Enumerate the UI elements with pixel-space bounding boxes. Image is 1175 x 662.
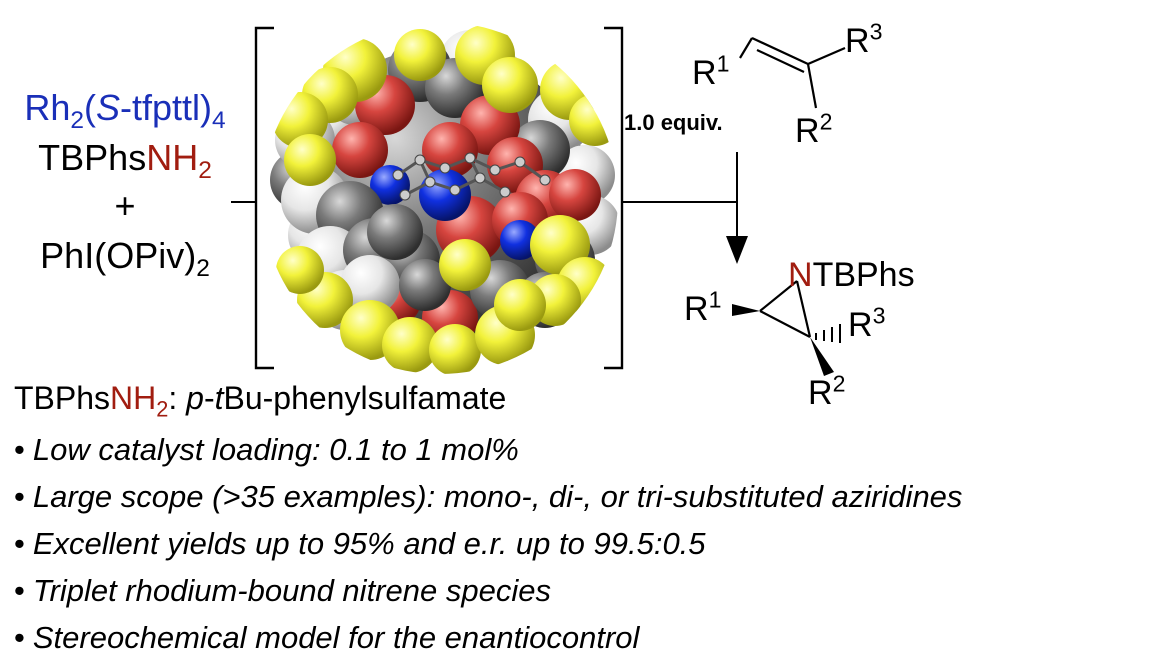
bullet-item: •Large scope (>35 examples): mono-, di-,…	[14, 479, 963, 514]
amine-definition: TBPhsNH2: p-tBu-phenylsulfamate	[14, 380, 507, 422]
oxidant-label: PhI(OPiv)2	[40, 235, 210, 283]
bullet-item: •Stereochemical model for the enantiocon…	[14, 620, 640, 655]
atom-sphere	[494, 279, 546, 331]
amine-label: TBPhsNH2	[38, 137, 212, 185]
atom-sphere	[340, 255, 400, 315]
alkene-r1-label: R1	[692, 50, 730, 92]
atom-sphere	[500, 220, 540, 260]
atom-sphere	[276, 246, 324, 294]
catalyst-space-filling-model	[270, 25, 618, 374]
atom-sphere	[367, 204, 423, 260]
aziridine-r2-label: R2	[808, 370, 846, 412]
bullet-item: •Low catalyst loading: 0.1 to 1 mol%	[14, 432, 519, 467]
alkene-r2-label: R2	[795, 108, 833, 150]
aziridine-n-label: NTBPhs	[788, 256, 915, 294]
catalyst-label: Rh2(S-tfpttl)4	[24, 87, 226, 135]
plus-sign: +	[114, 185, 136, 226]
atom-sphere	[429, 324, 481, 374]
atom-sphere	[382, 317, 438, 373]
atom-sphere	[399, 259, 451, 311]
aziridine-r1-label: R1	[684, 286, 722, 328]
aziridine-r3-label: R3	[848, 302, 886, 344]
atom-sphere	[439, 239, 491, 291]
atom-sphere	[482, 57, 538, 113]
bullet-item: •Excellent yields up to 95% and e.r. up …	[14, 526, 706, 561]
atom-sphere	[332, 122, 388, 178]
atom-sphere	[284, 134, 336, 186]
alkene-r3-label: R3	[845, 18, 883, 60]
atom-sphere	[549, 169, 601, 221]
atom-sphere	[394, 29, 446, 81]
equiv-label: 1.0 equiv.	[624, 110, 723, 135]
atom-sphere	[569, 94, 618, 146]
bullet-item: •Triplet rhodium-bound nitrene species	[14, 573, 551, 608]
